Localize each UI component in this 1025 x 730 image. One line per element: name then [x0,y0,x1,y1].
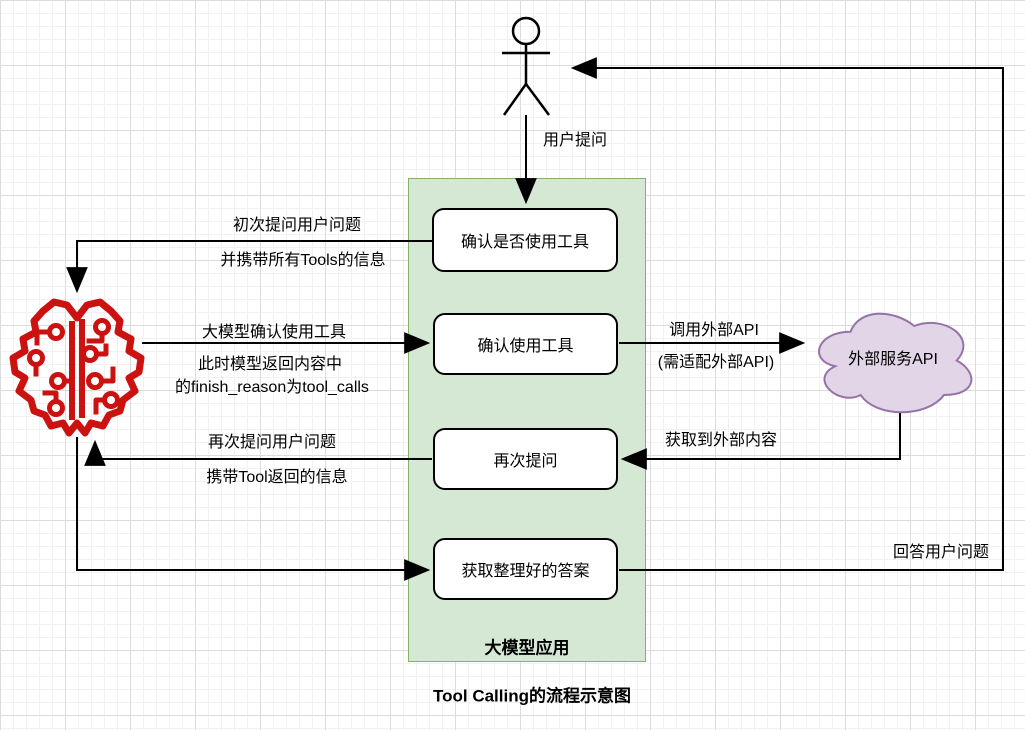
label-model-confirm-line1: 大模型确认使用工具 [201,324,347,341]
edge-brain-to-box4 [76,437,431,581]
label-model-confirm-line3: 的finish_reason为tool_calls [175,379,369,396]
cloud-shape [818,312,973,414]
node-get-final-answer: 获取整理好的答案 [433,538,618,600]
llm-app-container-label: 大模型应用 [484,638,570,658]
label-got-external-content: 获取到外部内容 [664,432,778,449]
label-model-confirm-line2: 此时模型返回内容中 [197,356,343,373]
ai-brain-circuit-icon [9,298,145,437]
label-answer-user: 回答用户问题 [892,544,990,561]
edge-box3-to-brain [84,439,432,466]
cloud-label: 外部服务API [848,351,938,368]
diagram-title: Tool Calling的流程示意图 [432,686,632,706]
label-call-api-line2: (需适配外部API) [657,354,775,371]
node-confirm-use-tools: 确认使用工具 [433,313,618,375]
label-call-api-line1: 调用外部API [669,322,759,339]
edge-box1-to-brain [66,240,432,294]
edge-box4-to-user [570,57,1004,571]
label-first-ask-line1: 初次提问用户问题 [232,217,362,234]
edge-cloud-to-box3 [620,407,901,470]
person-icon [502,16,551,116]
node-confirm-whether-use-tools: 确认是否使用工具 [432,208,618,272]
label-ask-again-line2: 携带Tool返回的信息 [206,469,348,486]
label-first-ask-line2: 并携带所有Tools的信息 [220,252,386,269]
label-ask-again-line1: 再次提问用户问题 [207,434,337,451]
label-user-question: 用户提问 [542,132,608,149]
node-ask-again: 再次提问 [433,428,618,490]
